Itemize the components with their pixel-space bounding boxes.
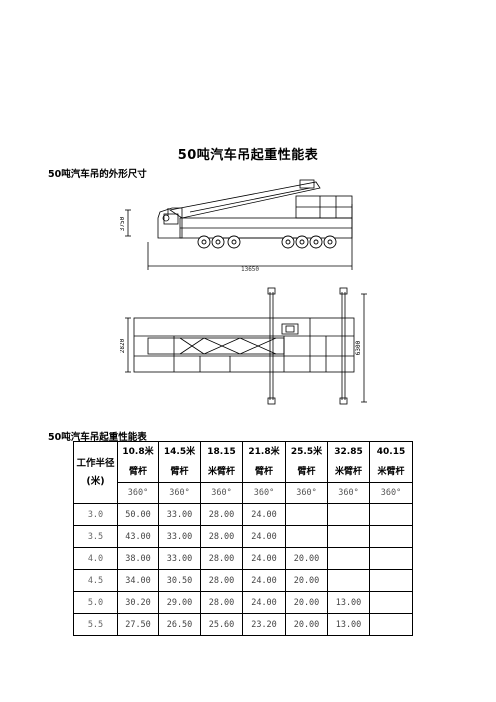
capacity-cell: 27.50	[117, 613, 159, 636]
boom-length-line1: 21.8米	[248, 447, 280, 457]
slew-angle-cell: 360°	[327, 482, 370, 504]
capacity-cell: 28.00	[200, 503, 243, 526]
capacity-cell	[369, 547, 413, 570]
capacity-cell	[369, 503, 413, 526]
capacity-cell: 13.00	[327, 613, 370, 636]
capacity-cell: 20.00	[285, 613, 328, 636]
capacity-cell: 20.00	[285, 591, 328, 614]
capacity-cell: 24.00	[242, 547, 286, 570]
capacity-cell: 34.00	[117, 569, 159, 592]
width-dimension-label: 2820	[120, 338, 126, 353]
capacity-cell: 23.20	[242, 613, 286, 636]
capacity-cell	[285, 503, 328, 526]
capacity-cell: 30.50	[158, 569, 201, 592]
crane-plan-view-drawing: 2820 6300	[120, 287, 367, 405]
capacity-cell: 33.00	[158, 525, 201, 548]
radius-cell: 4.5	[73, 569, 118, 592]
boom-length-line1: 40.15	[376, 447, 406, 457]
boom-length-header-cell: 10.8米臂杆	[117, 441, 159, 483]
crane-side-view-drawing: 3750 13650	[120, 179, 353, 273]
boom-length-line2: 臂杆	[128, 467, 147, 477]
capacity-cell: 20.00	[285, 569, 328, 592]
radius-cell: 5.0	[73, 591, 118, 614]
slew-angle-cell: 360°	[200, 482, 243, 504]
capacity-cell: 24.00	[242, 503, 286, 526]
capacity-cell: 33.00	[158, 503, 201, 526]
radius-cell: 3.5	[73, 525, 118, 548]
boom-length-line2: 臂杆	[297, 467, 316, 477]
boom-length-line1: 10.8米	[122, 447, 154, 457]
capacity-cell: 28.00	[200, 525, 243, 548]
boom-length-line2: 米臂杆	[207, 467, 235, 477]
capacity-cell: 43.00	[117, 525, 159, 548]
boom-length-header-cell: 21.8米臂杆	[242, 441, 286, 483]
radius-cell: 4.0	[73, 547, 118, 570]
capacity-cell: 24.00	[242, 569, 286, 592]
capacity-cell: 25.60	[200, 613, 243, 636]
table-angle-row: 360°360°360°360°360°360°360°	[74, 482, 413, 504]
slew-angle-cell: 360°	[242, 482, 286, 504]
capacity-cell: 20.00	[285, 547, 328, 570]
boom-length-line1: 25.5米	[290, 447, 323, 457]
length-dimension-label: 13650	[241, 266, 259, 273]
capacity-cell	[327, 547, 370, 570]
slew-angle-cell: 360°	[158, 482, 201, 504]
radius-cell: 3.0	[73, 503, 118, 526]
capacity-cell	[369, 591, 413, 614]
outrigger-dimension-label: 6300	[355, 340, 362, 355]
slew-angle-cell: 360°	[285, 482, 328, 504]
capacity-cell: 38.00	[117, 547, 159, 570]
capacity-cell: 24.00	[242, 591, 286, 614]
section-heading-capacity: 50吨汽车吊起重性能表	[48, 432, 147, 443]
boom-length-header-cell: 14.5米臂杆	[158, 441, 201, 483]
boom-length-header-cell: 25.5米臂杆	[285, 441, 328, 483]
capacity-cell: 24.00	[242, 525, 286, 548]
boom-length-line1: 14.5米	[163, 447, 196, 457]
boom-length-line2: 米臂杆	[377, 467, 405, 477]
boom-length-line1: 32.85	[334, 447, 363, 457]
capacity-cell: 29.00	[158, 591, 201, 614]
capacity-cell: 30.20	[117, 591, 159, 614]
boom-length-line2: 臂杆	[170, 467, 189, 477]
boom-length-header-cell: 18.15 米臂杆	[200, 441, 243, 483]
page-title: 50吨汽车吊起重性能表	[177, 148, 319, 163]
radius-cell: 5.5	[73, 613, 118, 636]
capacity-cell	[369, 613, 413, 636]
capacity-cell	[369, 569, 413, 592]
capacity-cell: 28.00	[200, 569, 243, 592]
section-heading-dimensions: 50吨汽车吊的外形尺寸	[48, 169, 147, 180]
capacity-cell: 28.00	[200, 591, 243, 614]
capacity-cell	[327, 569, 370, 592]
boom-length-header-cell: 32.85 米臂杆	[327, 441, 370, 483]
capacity-cell: 26.50	[158, 613, 201, 636]
boom-length-header-cell: 40.15 米臂杆	[369, 441, 413, 483]
capacity-cell: 50.00	[117, 503, 159, 526]
boom-length-line2: 米臂杆	[334, 467, 362, 477]
boom-length-line1: 18.15	[207, 447, 236, 457]
capacity-cell: 28.00	[200, 547, 243, 570]
capacity-cell: 33.00	[158, 547, 201, 570]
capacity-cell	[369, 525, 413, 548]
radius-header-cell: 工作半径(米)	[73, 441, 118, 504]
boom-length-line2: 臂杆	[254, 467, 273, 477]
capacity-cell	[285, 525, 328, 548]
slew-angle-cell: 360°	[369, 482, 413, 504]
height-dimension-label: 3750	[120, 216, 126, 231]
capacity-cell: 13.00	[327, 591, 370, 614]
capacity-cell	[327, 525, 370, 548]
capacity-cell	[327, 503, 370, 526]
slew-angle-cell: 360°	[117, 482, 159, 504]
